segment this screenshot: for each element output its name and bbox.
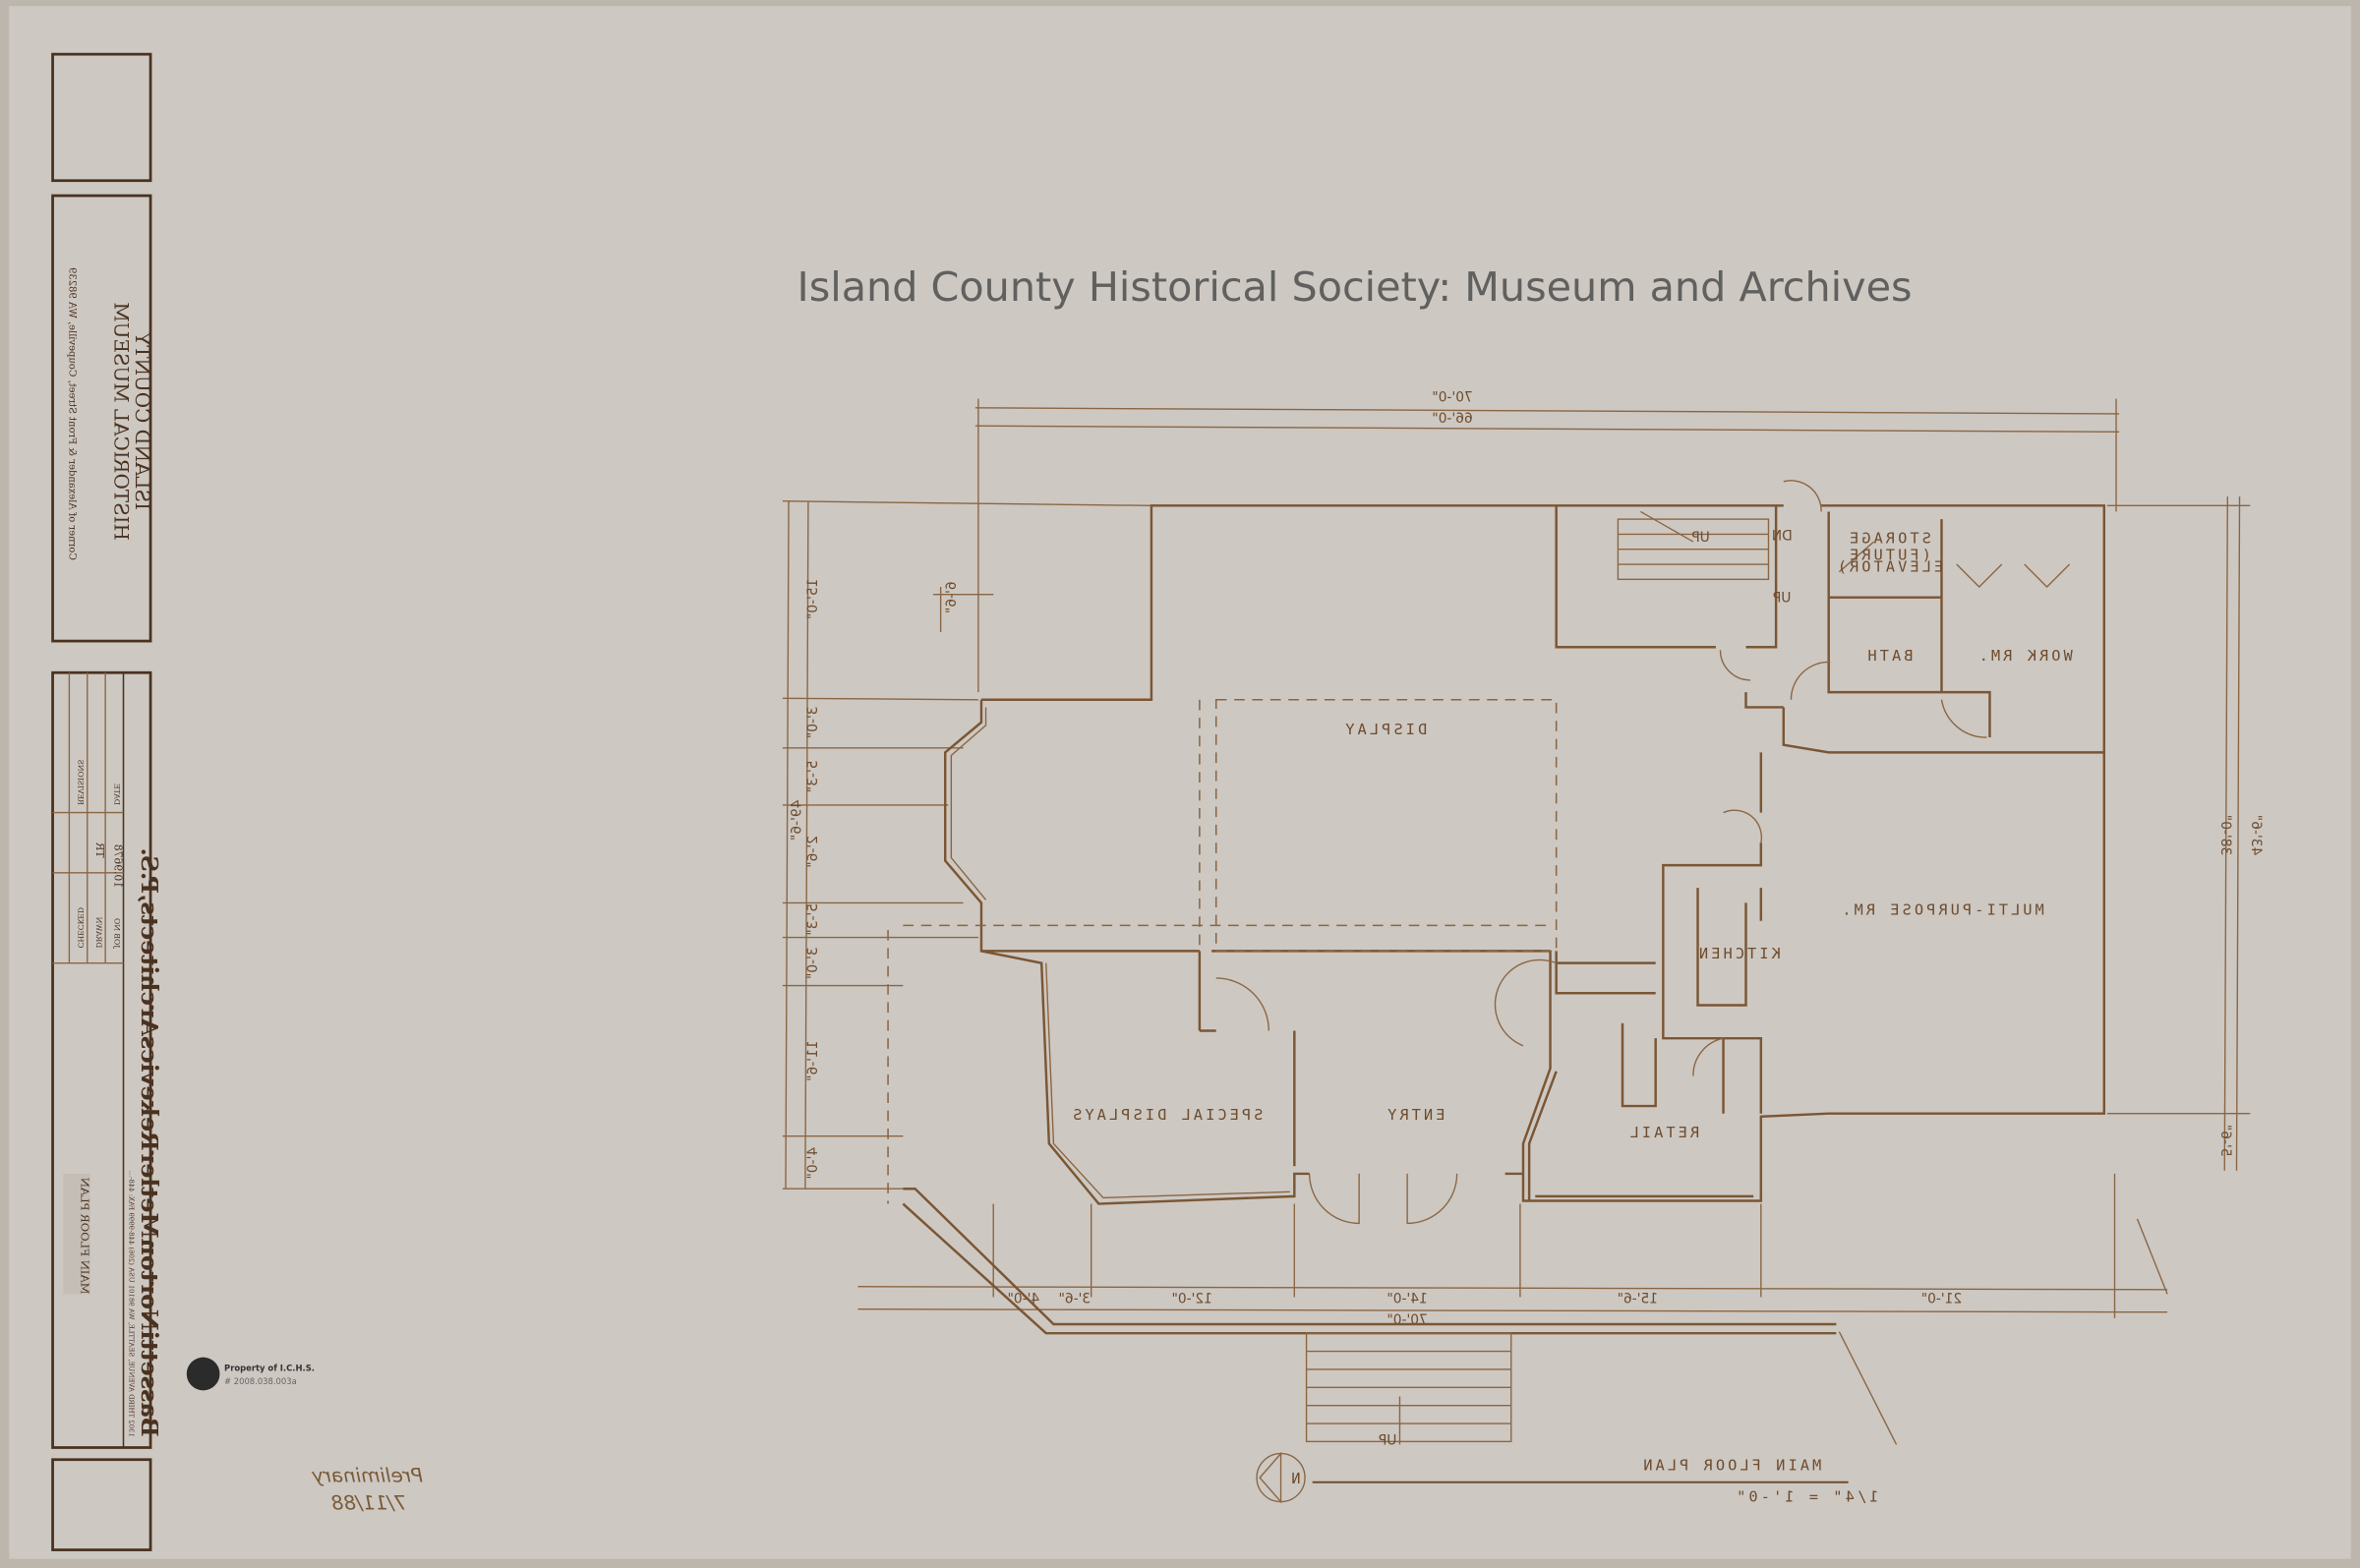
- plan-scale: 1/4" = 1'-0": [1734, 1488, 1878, 1506]
- interior-walls: [1198, 505, 2104, 1167]
- porch-up-label: UP: [1379, 1432, 1396, 1448]
- project-name-line1: ISLAND COUNTY: [131, 331, 153, 510]
- dim-right-small: 5'-6": [2217, 1125, 2233, 1157]
- room-special-displays: SPECIAL DISPLAYS: [1070, 1106, 1263, 1124]
- preliminary-date: 7/11/88: [331, 1491, 407, 1514]
- sheet-title-label-tape: [63, 1173, 90, 1295]
- room-multi-purpose: MULTI-PURPOSE RM.: [1839, 901, 2044, 919]
- storage-note-1: (FUTURE: [1847, 546, 1931, 563]
- title-block-box-empty: [51, 52, 152, 183]
- dim-left-5: 3'-0": [805, 947, 821, 979]
- stamp-text: Property of I.C.H.S.: [224, 1363, 315, 1372]
- dim-bottom-1: 3'-6": [1059, 1292, 1092, 1307]
- project-name-line2: HISTORICAL MUSEUM: [109, 302, 132, 541]
- dim-top-overall: 70'-0": [1432, 390, 1472, 406]
- dimension-lines: [782, 398, 2251, 1318]
- stair-up-main-label: UP: [1691, 530, 1709, 546]
- dim-left-6: 11'-6": [805, 1040, 821, 1080]
- dim-left-3: 2'-6": [805, 836, 821, 868]
- firm-address: 1302 THIRD AVENUE, SEATTLE, WA 98101 USA…: [128, 1171, 136, 1437]
- bay-window: [950, 707, 987, 900]
- room-bath: BATH: [1864, 647, 1913, 665]
- dim-left-7: 4'-0": [805, 1147, 821, 1180]
- ownership-stamp: Property of I.C.H.S. # 2008.038.003a: [186, 1357, 315, 1391]
- doors: [1215, 480, 2071, 1225]
- dim-right-main: 38'-0": [2217, 815, 2233, 855]
- title-block: ISLAND COUNTY HISTORICAL MUSEUM Corner o…: [51, 52, 163, 1551]
- paper-sheet: [9, 6, 2351, 1559]
- room-work: WORK RM.: [1976, 647, 2073, 665]
- firm-name: BassettiNortonMetlerRekevicsArchitects,P…: [136, 847, 163, 1436]
- job-no-value: 10.9678: [111, 844, 124, 888]
- dim-left-2: 5'-3": [805, 761, 821, 793]
- site-lines: [1838, 1218, 2168, 1445]
- firm-box: [51, 670, 152, 1449]
- dim-bottom-2: 12'-0": [1172, 1292, 1212, 1307]
- dim-left-inner: 6'-6": [944, 581, 960, 613]
- dim-left-overall: 49'-6": [789, 800, 804, 841]
- project-box: [51, 194, 152, 643]
- dim-bottom-overall: 70'-0": [1386, 1312, 1427, 1328]
- dim-left-1: 3'-0": [805, 706, 821, 738]
- dim-left-4: 5'-3": [805, 903, 821, 936]
- dim-right-overall: 43'-6": [2248, 815, 2264, 855]
- interior-stair: [1617, 510, 1770, 581]
- stamp-number: # 2008.038.003a: [224, 1376, 297, 1386]
- sheet-title: MAIN FLOOR PLAN: [79, 1178, 92, 1295]
- room-storage: STORAGE: [1847, 530, 1931, 548]
- job-no-label: JOB NO: [112, 918, 121, 949]
- revisions-label: REVISIONS: [77, 760, 86, 805]
- drawn-label: DRAWN: [94, 916, 103, 948]
- north-label: N: [1288, 1470, 1300, 1487]
- dim-left-0: 15'-0": [805, 579, 821, 619]
- floor-plan: 70'-0" 66'-0" 43'-6" 38'-0" 5'-6" 49'-6"…: [782, 390, 2264, 1506]
- date-label: DATE: [112, 784, 121, 805]
- storage-note-2: ELEVATOR): [1835, 558, 1943, 576]
- porch-edge: [902, 1188, 1837, 1335]
- north-arrow-icon: N: [1256, 1451, 1306, 1504]
- watermark: Island County Historical Society: Museum…: [797, 263, 1913, 311]
- stamp-logo-icon: [186, 1357, 220, 1391]
- dim-bottom-3: 14'-0": [1386, 1292, 1427, 1307]
- dim-bottom-5: 21'-0": [1921, 1292, 1962, 1307]
- dim-top-building: 66'-0": [1432, 411, 1472, 427]
- dim-bottom-4: 15'-6": [1618, 1292, 1658, 1307]
- room-entry: ENTRY: [1385, 1106, 1445, 1124]
- porch-roof-outline: [887, 924, 1551, 1204]
- drawn-value: TR: [93, 842, 106, 857]
- display-dashed-area: [1214, 699, 1558, 953]
- room-retail: RETAIL: [1627, 1124, 1700, 1141]
- special-display-window: [1045, 962, 1290, 1199]
- revision-grid: [52, 672, 124, 964]
- stair-up-label: UP: [1773, 590, 1791, 606]
- dimension-labels: 70'-0" 66'-0" 43'-6" 38'-0" 5'-6" 49'-6"…: [789, 390, 2264, 1328]
- room-display: DISPLAY: [1342, 721, 1427, 738]
- checked-label: CHECKED: [77, 907, 86, 948]
- stair-dn-label: DN: [1772, 529, 1793, 545]
- plan-title: MAIN FLOOR PLAN: [1640, 1456, 1821, 1474]
- project-address: Corner of Alexander & Front Street, Coup…: [66, 267, 77, 560]
- porch-steps: [1305, 1332, 1512, 1445]
- sheet-number-box: [51, 1458, 152, 1551]
- preliminary-note: Preliminary: [312, 1465, 423, 1487]
- room-kitchen: KITCHEN: [1696, 945, 1781, 962]
